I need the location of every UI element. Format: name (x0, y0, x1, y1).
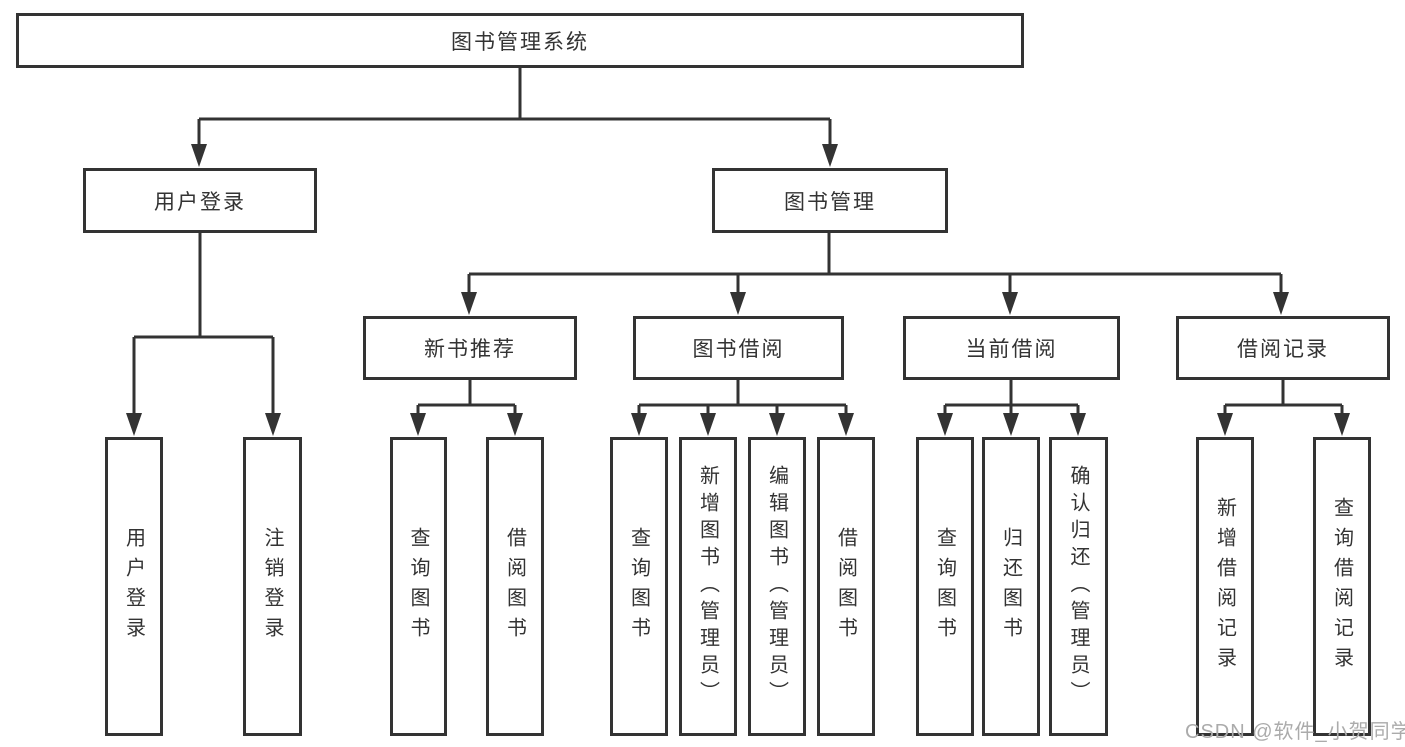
node-user-login: 用户登录 (83, 168, 317, 233)
arrowheads (126, 144, 1350, 436)
node-label: 查询图书 (627, 526, 650, 647)
node-label: 确认归还（管理员） (1067, 465, 1089, 708)
connector-book-mgmt (467, 233, 1283, 294)
node-label: 查询借阅记录 (1330, 496, 1353, 677)
node-new-book-recommend: 新书推荐 (363, 316, 577, 380)
node-label: 图书借阅 (692, 338, 785, 361)
leaf-confirm-return-admin: 确认归还（管理员） (1049, 437, 1108, 736)
node-book-borrow: 图书借阅 (633, 316, 844, 380)
node-label: 查询图书 (407, 526, 429, 647)
connector-book-borrow (637, 380, 848, 415)
node-label: 查询图书 (933, 526, 956, 647)
leaf-return-books: 归还图书 (982, 437, 1040, 736)
node-label: 新书推荐 (424, 338, 516, 361)
connector-user-login (132, 233, 275, 415)
csdn-watermark: CSDN @软件_小贺同学 (1185, 721, 1405, 743)
leaf-query-books-1: 查询图书 (390, 437, 447, 736)
leaf-query-borrow-record: 查询借阅记录 (1313, 437, 1371, 736)
connector-root (197, 68, 832, 146)
node-label: 借阅图书 (503, 526, 526, 647)
node-label: 用户登录 (122, 526, 145, 647)
node-book-management: 图书管理 (712, 168, 948, 233)
node-label: 用户登录 (154, 190, 246, 214)
leaf-add-books-admin: 新增图书（管理员） (679, 437, 737, 736)
connector-borrow-records (1223, 380, 1344, 415)
node-label: 借阅图书 (834, 526, 857, 647)
leaf-borrow-books-1: 借阅图书 (486, 437, 544, 736)
leaf-query-books-3: 查询图书 (916, 437, 974, 736)
node-label: 图书管理系统 (451, 30, 589, 54)
node-root-system: 图书管理系统 (16, 13, 1024, 68)
node-label: 归还图书 (999, 526, 1022, 647)
node-label: 编辑图书（管理员） (765, 465, 788, 708)
node-label: 新增借阅记录 (1213, 496, 1236, 677)
node-label: 借阅记录 (1237, 338, 1329, 361)
node-label: 图书管理 (784, 190, 876, 214)
leaf-user-login: 用户登录 (105, 437, 163, 736)
node-current-borrow: 当前借阅 (903, 316, 1120, 380)
leaf-edit-books-admin: 编辑图书（管理员） (748, 437, 806, 736)
leaf-borrow-books-2: 借阅图书 (817, 437, 875, 736)
node-label: 注销登录 (261, 526, 283, 647)
node-borrow-records: 借阅记录 (1176, 316, 1390, 380)
connector-new-book (416, 380, 517, 415)
node-label: 新增图书（管理员） (696, 465, 719, 708)
leaf-add-borrow-record: 新增借阅记录 (1196, 437, 1254, 736)
leaf-logout: 注销登录 (243, 437, 302, 736)
leaf-query-books-2: 查询图书 (610, 437, 668, 736)
node-label: 当前借阅 (965, 338, 1058, 361)
connector-current-borrow (943, 380, 1080, 415)
